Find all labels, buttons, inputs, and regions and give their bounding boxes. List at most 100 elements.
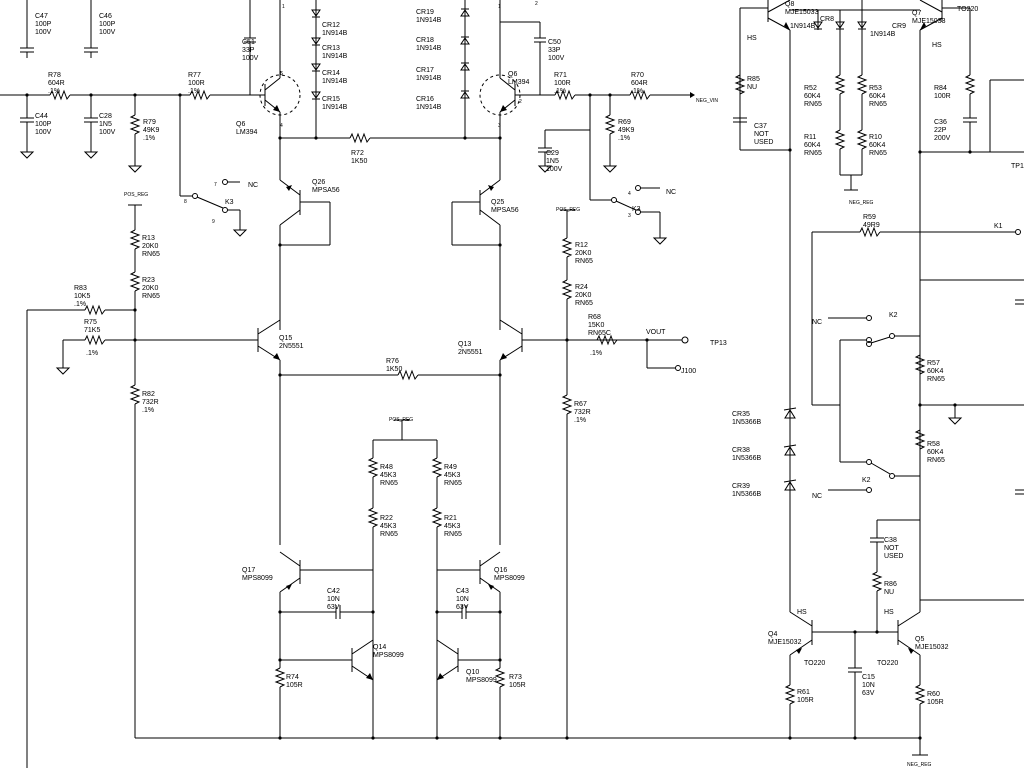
current-mirror [135, 419, 920, 740]
label-line: LM394 [236, 129, 258, 136]
label-line: 60K4 [869, 142, 885, 149]
pin-number: 4 [280, 123, 283, 129]
label-line: RN65 [444, 480, 462, 487]
label-line: 200V [934, 135, 951, 142]
label-posreg2: POS_REG [389, 417, 413, 423]
label-line: .1% [142, 407, 154, 414]
q6-left-transistor [244, 0, 301, 180]
label-line: NOT [754, 131, 770, 138]
label-line: 100V [99, 29, 116, 36]
label-line: R74 [286, 674, 299, 681]
label-hs2: HS [932, 42, 942, 49]
label-n914a: 1N914B [790, 23, 816, 30]
label-line: VOUT [646, 329, 666, 336]
label-line: K1 [994, 223, 1003, 230]
label-cr8: CR8 [820, 16, 834, 23]
label-line: C15 [862, 674, 875, 681]
label-line: Q5 [915, 636, 924, 643]
label-line: RN65 [380, 531, 398, 538]
pin-number: 3 [498, 123, 501, 129]
label-line: R24 [575, 284, 588, 291]
label-line: 105R [927, 699, 944, 706]
label-line: R84 [934, 85, 947, 92]
label-line: 10N [862, 682, 875, 689]
label-line: R79 [143, 119, 156, 126]
label-cr9: CR9 [892, 23, 906, 30]
label-line: K2 [862, 477, 871, 484]
label-line: RN65 [927, 457, 945, 464]
label-line: 1N914B [870, 31, 896, 38]
label-line: TO220 [877, 660, 898, 667]
label-line: 100V [242, 55, 259, 62]
label-line: R69 [618, 119, 631, 126]
label-line: 100R [934, 93, 951, 100]
label-line: 15K0 [588, 322, 604, 329]
q26-q25-transistors [278, 179, 502, 330]
pin-number: 6 [280, 71, 283, 77]
label-posreg1: POS_REG [124, 192, 148, 198]
label-hs1: HS [747, 35, 757, 42]
label-line: Q7 [912, 10, 921, 17]
label-nc3: NC [812, 319, 822, 326]
pin-number: 1 [498, 4, 501, 10]
label-line: 1N5 [99, 121, 112, 128]
label-line: R61 [797, 689, 810, 696]
label-line: HS [884, 609, 894, 616]
label-line: C47 [35, 13, 48, 20]
label-line: MPS8099 [373, 652, 404, 659]
label-to220c: TO220 [877, 660, 898, 667]
label-nc4: NC [812, 493, 822, 500]
label-line: 60K4 [869, 93, 885, 100]
pin-number: 2 [535, 1, 538, 7]
left-input-network [0, 0, 255, 197]
label-line: R23 [142, 277, 155, 284]
label-line: RN65 [804, 150, 822, 157]
label-line: 1N914B [416, 104, 442, 111]
label-line: Q4 [768, 631, 777, 638]
label-line: CR15 [322, 96, 340, 103]
label-line: R70 [631, 72, 644, 79]
label-line: 10N [456, 596, 469, 603]
label-line: C42 [327, 588, 340, 595]
label-line: K2 [889, 312, 898, 319]
label-nc1: NC [248, 182, 258, 189]
label-line: 1N914B [790, 23, 816, 30]
diode-stack-left [278, 0, 502, 144]
label-line: MJE15033 [912, 18, 946, 25]
label-line: 100P [35, 121, 52, 128]
label-line: R22 [380, 515, 393, 522]
label-line: K3 [225, 199, 234, 206]
right-divider-vout [560, 209, 689, 738]
label-line: 20K0 [575, 250, 591, 257]
label-line: K3 [632, 206, 641, 213]
label-k3a: K3 [225, 199, 234, 206]
label-line: 2N5551 [458, 349, 483, 356]
label-line: HS [797, 609, 807, 616]
label-line: NC [812, 493, 822, 500]
label-line: R86 [884, 581, 897, 588]
label-line: 105R [286, 682, 303, 689]
label-line: RN65 [142, 293, 160, 300]
label-hs3: HS [797, 609, 807, 616]
